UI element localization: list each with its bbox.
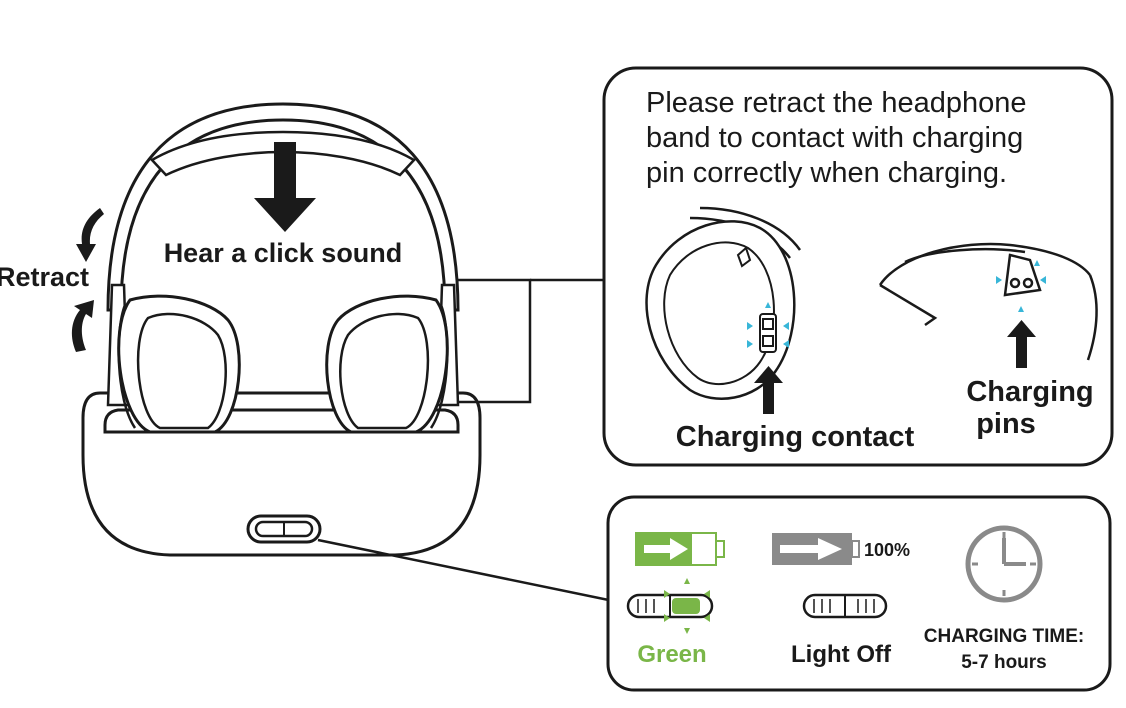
charging-time-label-2: 5-7 hours	[961, 652, 1047, 673]
click-sound-label: Hear a click sound	[164, 238, 403, 268]
arrow-up-icon-pins	[1007, 320, 1036, 368]
base-led-icon	[246, 514, 322, 544]
charging-contact-label: Charging contact	[676, 421, 915, 453]
led-off-icon	[802, 593, 888, 619]
battery-charging-icon	[635, 532, 725, 566]
contact-sparkle-icon	[747, 302, 789, 348]
note-line-2: band to contact with charging	[646, 122, 1023, 154]
note-line-3: pin correctly when charging.	[646, 157, 1007, 189]
inset-led-status	[606, 495, 1112, 692]
retract-label: Retract	[0, 262, 89, 292]
charging-time-label-1: CHARGING TIME:	[924, 626, 1084, 647]
arrow-up-icon	[754, 366, 783, 414]
note-line-1: Please retract the headphone	[646, 87, 1027, 119]
base-closeup-icon	[878, 242, 1098, 361]
headphone-icon	[106, 102, 460, 434]
pins-sparkle-icon	[996, 260, 1046, 312]
charging-pins-label-2: pins	[976, 408, 1036, 440]
ear-cup-closeup-icon	[645, 206, 802, 400]
green-label: Green	[637, 641, 706, 668]
arrow-down-icon	[254, 142, 316, 232]
light-off-label: Light Off	[791, 641, 892, 668]
battery-full-icon	[772, 533, 860, 565]
connector-lines	[317, 278, 629, 606]
led-green-icon	[626, 578, 714, 634]
charging-pins-label-1: Charging	[966, 376, 1093, 408]
clock-icon	[965, 525, 1043, 603]
curved-arrow-icon	[71, 208, 104, 352]
percent-label: 100%	[864, 540, 910, 560]
